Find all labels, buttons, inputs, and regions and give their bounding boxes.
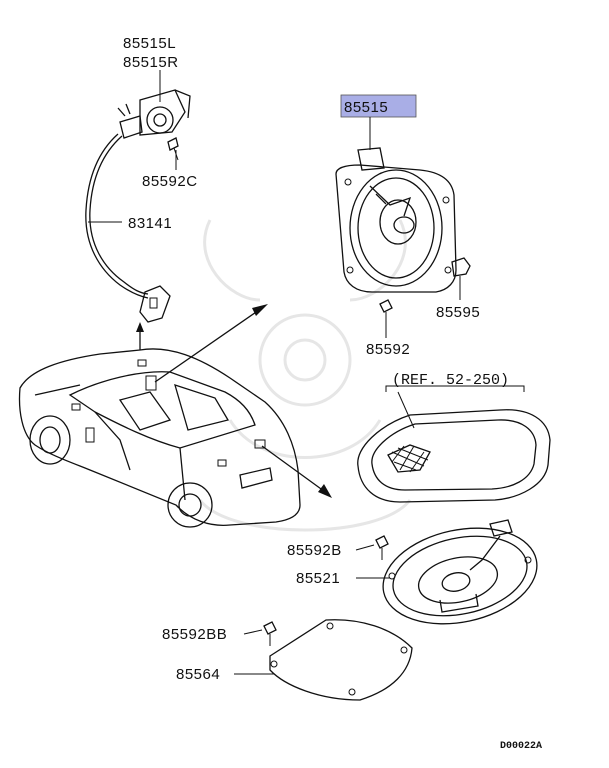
tweeter-assembly: [117, 89, 191, 139]
harness-connector: [139, 285, 171, 323]
wire-harness-83141: [85, 133, 149, 299]
label-85564: 85564: [176, 666, 220, 683]
screw-85592: [379, 299, 393, 338]
screw-85592bb: [263, 621, 277, 646]
diagram-code: D00022A: [500, 741, 542, 752]
label-85592b: 85592B: [287, 542, 342, 559]
watermark-emblem: [198, 219, 412, 532]
rear-trim-panel: [357, 409, 551, 503]
label-85595: 85595: [436, 304, 480, 321]
gasket-85564: [269, 619, 413, 701]
label-reference: (REF. 52-250): [392, 372, 509, 389]
label-83141: 83141: [128, 215, 172, 232]
rear-speaker-85521: [382, 519, 538, 625]
door-speaker-85515: [335, 147, 457, 293]
label-85515l: 85515L: [123, 35, 176, 52]
label-85521: 85521: [296, 570, 340, 587]
label-85515r: 85515R: [123, 54, 179, 71]
label-85515: 85515: [344, 99, 388, 116]
highlight-85515: [340, 94, 417, 118]
clip-85595: [451, 257, 471, 300]
label-85592bb: 85592BB: [162, 626, 227, 643]
screw-85592b: [375, 535, 389, 560]
label-85592: 85592: [366, 341, 410, 358]
vehicle-outline: [18, 348, 301, 528]
label-85592c: 85592C: [142, 173, 198, 190]
